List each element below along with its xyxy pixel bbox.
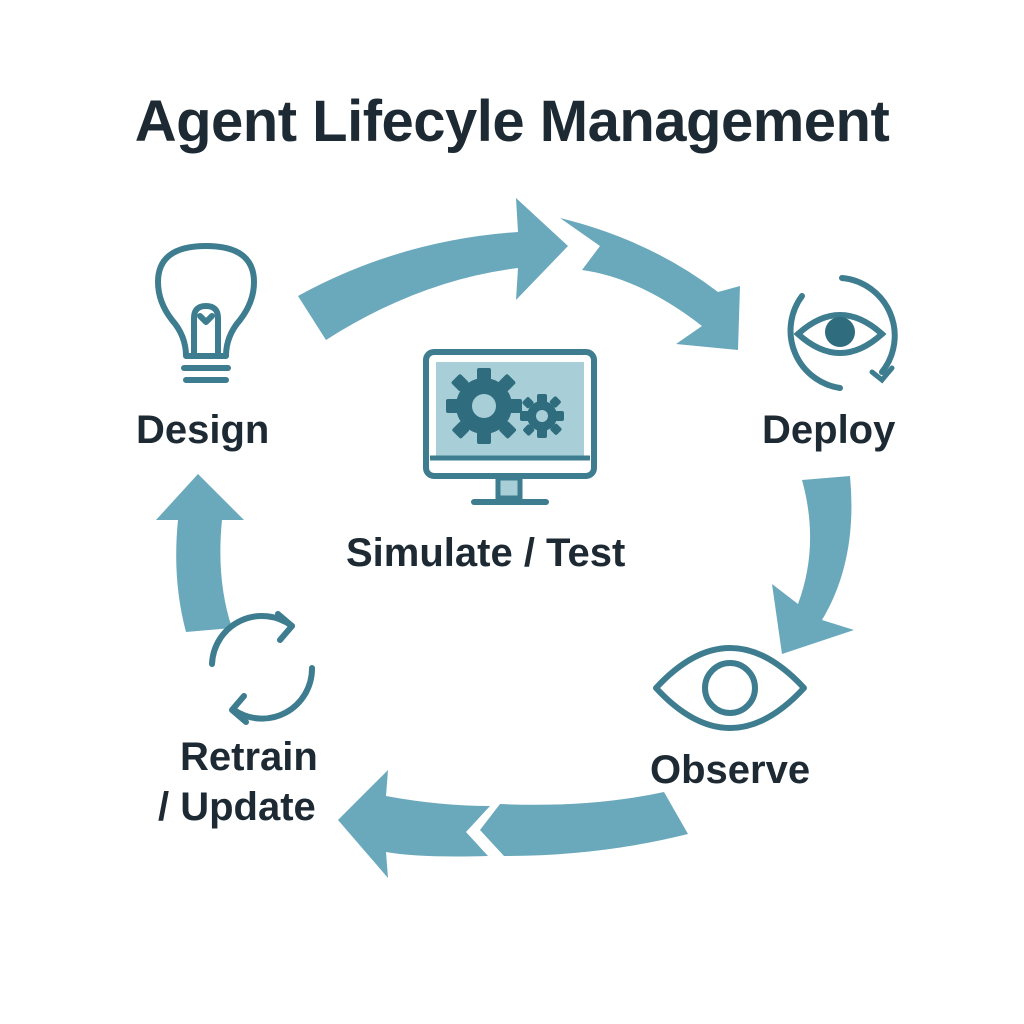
stage-retrain-label-line1: Retrain <box>180 735 318 779</box>
stage-design-label: Design <box>136 408 270 452</box>
stage-retrain-label: Retrain / Update <box>158 732 318 832</box>
arrow-observe-to-retrain-head <box>338 770 490 878</box>
arrow-design-to-simulate <box>298 198 568 340</box>
cycle-arrows <box>156 198 854 878</box>
diagram-title: Agent Lifecyle Management <box>134 89 890 154</box>
arrow-retrain-to-design <box>156 474 244 632</box>
small-gear-icon <box>520 394 564 438</box>
large-gear-icon <box>446 368 522 444</box>
stage-deploy-label: Deploy <box>762 408 896 452</box>
arrow-simulate-to-deploy <box>560 218 740 350</box>
eye-cycle-icon <box>787 275 898 391</box>
stage-retrain-label-line2: / Update <box>158 785 316 829</box>
lightbulb-icon <box>155 243 257 383</box>
stage-observe-label: Observe <box>650 748 811 792</box>
arrow-deploy-to-observe <box>772 476 854 654</box>
refresh-icon <box>209 611 316 725</box>
eye-icon <box>653 645 807 731</box>
monitor-gears-icon <box>423 349 597 505</box>
arrow-observe-to-retrain <box>480 792 688 856</box>
stage-simulate-label: Simulate / Test <box>346 531 626 575</box>
